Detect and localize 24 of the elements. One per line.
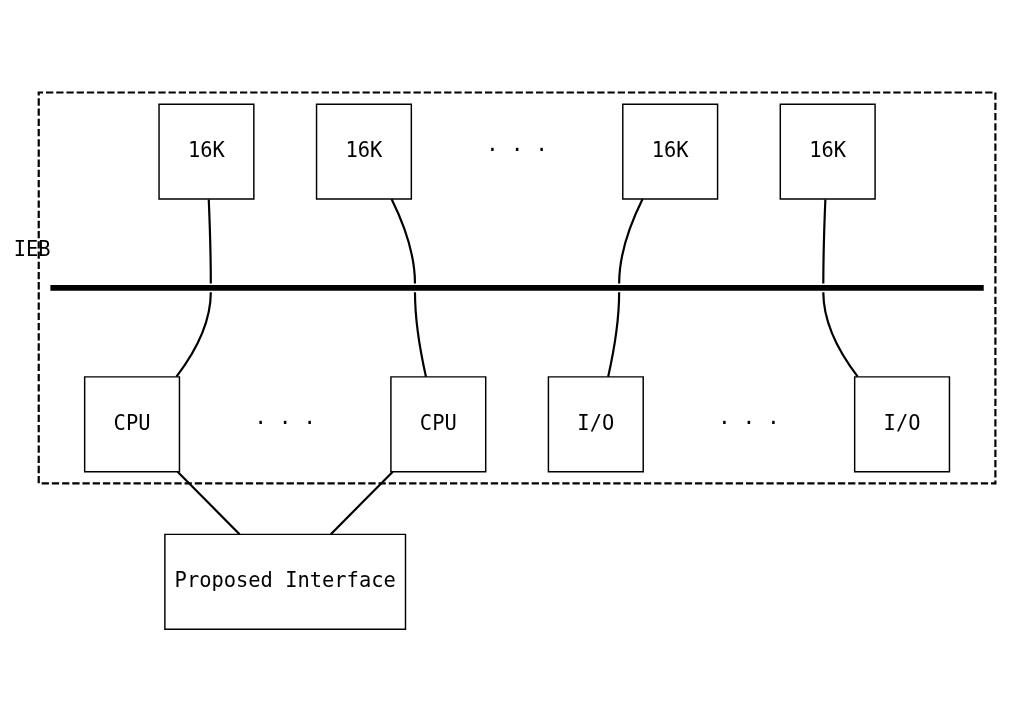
connector — [390, 198, 417, 284]
label: · · · — [254, 410, 316, 435]
connector — [175, 292, 212, 378]
connector — [176, 470, 241, 536]
connector — [822, 199, 827, 284]
connector — [413, 292, 428, 377]
node-box: Proposed Interface — [164, 533, 407, 630]
node-box: 16K — [779, 103, 876, 200]
node-box: I/O — [853, 376, 951, 473]
node-box: 16K — [315, 103, 413, 200]
node-box: I/O — [547, 376, 644, 473]
connector — [607, 292, 621, 377]
connector — [618, 198, 644, 284]
label: · · · — [486, 137, 548, 162]
node-box: 16K — [158, 103, 255, 200]
node-label: IEB — [13, 237, 51, 262]
connector — [822, 292, 859, 378]
connector — [330, 470, 394, 536]
label: · · · — [718, 410, 780, 435]
node-box: CPU — [390, 376, 487, 473]
node-box: 16K — [622, 103, 719, 200]
connector — [207, 199, 212, 284]
node-box: CPU — [83, 376, 181, 473]
node-bar — [50, 285, 984, 291]
